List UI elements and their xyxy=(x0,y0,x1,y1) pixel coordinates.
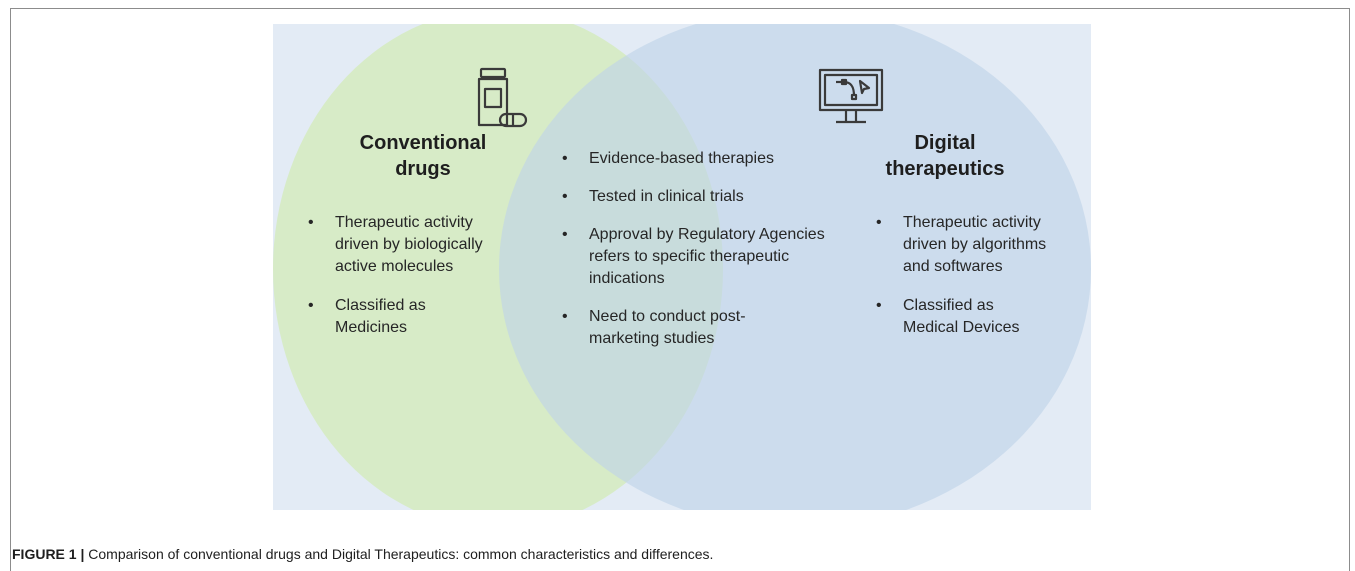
computer-monitor-icon xyxy=(818,68,884,124)
list-item: Need to conduct post-marketing studies xyxy=(562,306,789,350)
common-characteristics-list: Evidence-based therapies Tested in clini… xyxy=(562,148,825,366)
list-item: Evidence-based therapies xyxy=(562,148,822,170)
caption-text: Comparison of conventional drugs and Dig… xyxy=(84,546,714,562)
list-item: Classified as Medical Devices xyxy=(876,295,1053,339)
list-item: Approval by Regulatory Agencies refers t… xyxy=(562,224,829,290)
conventional-drugs-heading: Conventional drugs xyxy=(338,130,508,182)
figure-frame xyxy=(10,8,1350,571)
digital-therapeutics-heading-text: Digital therapeutics xyxy=(885,132,1005,180)
conventional-drugs-list: Therapeutic activity driven by biologica… xyxy=(308,212,508,356)
conventional-drugs-heading-text: Conventional drugs xyxy=(359,132,487,180)
digital-therapeutics-list: Therapeutic activity driven by algorithm… xyxy=(876,212,1056,356)
list-item: Classified as Medicines xyxy=(308,295,445,339)
caption-label: FIGURE 1 | xyxy=(12,546,85,562)
list-item: Therapeutic activity driven by biologica… xyxy=(308,212,485,278)
list-item: Therapeutic activity driven by algorithm… xyxy=(876,212,1053,278)
digital-therapeutics-heading: Digital therapeutics xyxy=(870,130,1020,182)
list-item: Tested in clinical trials xyxy=(562,186,822,208)
figure-caption: FIGURE 1 | Comparison of conventional dr… xyxy=(12,546,713,562)
pill-bottle-icon xyxy=(477,67,528,128)
